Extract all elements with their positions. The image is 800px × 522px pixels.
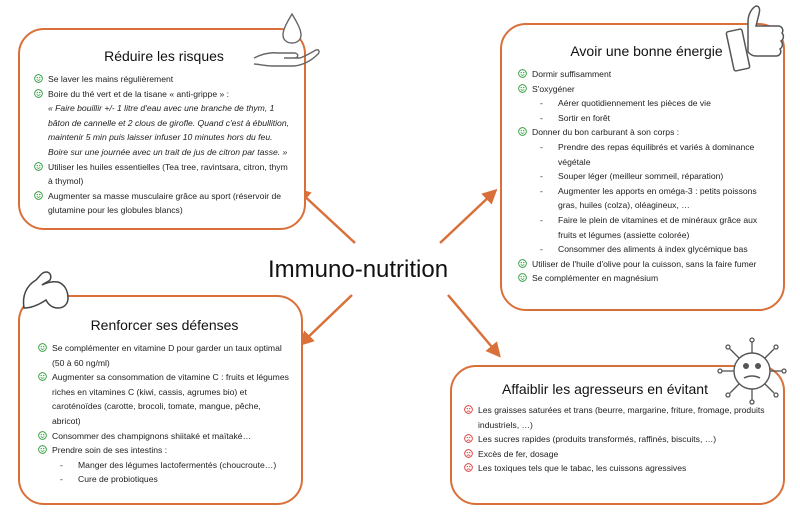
sub-item: Sortir en forêt: [532, 111, 775, 126]
sub-item: Prendre des repas équilibrés et variés à…: [532, 140, 775, 169]
list-item: Excès de fer, dosage: [464, 447, 773, 462]
list-item: Utiliser les huiles essentielles (Tea tr…: [34, 160, 294, 189]
list-item: Boire du thé vert et de la tisane « anti…: [34, 87, 294, 160]
strengthen-defenses-title: Renforcer ses défenses: [90, 317, 239, 333]
list-item: Les toxiques tels que le tabac, les cuis…: [464, 461, 773, 476]
list-item: Se laver les mains régulièrement: [34, 72, 294, 87]
smiley-icon: [38, 430, 47, 440]
hand-with-water-drop-icon: [253, 12, 320, 67]
reduce-risks-title: Réduire les risques: [104, 48, 224, 64]
list-item: Les graisses saturées et trans (beurre, …: [464, 403, 773, 432]
smiley-icon: [34, 74, 43, 83]
frown-icon: [464, 448, 473, 458]
list-item: Donner du bon carburant à son corps : Pr…: [518, 125, 775, 256]
good-energy-title: Avoir une bonne énergie: [570, 43, 723, 59]
central-title: Immuno-nutrition: [268, 256, 449, 283]
list-item: Augmenter sa masse musculaire grâce au s…: [34, 189, 294, 218]
smiley-icon: [518, 273, 527, 283]
tea-recipe-quote: « Faire bouillir +/- 1 litre d'eau avec …: [48, 103, 289, 157]
list-item: S'oxygéner Aérer quotidiennement les piè…: [518, 82, 775, 126]
smiley-icon: [34, 161, 43, 171]
arrow-to-reduce: [295, 187, 356, 244]
smiley-icon: [38, 445, 47, 454]
thumbs-up-icon: [725, 5, 785, 72]
list-item: Se complémenter en magnésium: [518, 271, 775, 286]
weaken-aggressors-title: Affaiblir les agresseurs en évitant: [502, 381, 708, 397]
list-item: Se complémenter en vitamine D pour garde…: [38, 341, 291, 370]
smiley-icon: [518, 69, 527, 78]
strengthen-defenses-panel: Renforcer ses défenses Se complémenter e…: [18, 295, 303, 505]
smiley-icon: [34, 190, 43, 200]
smiley-icon: [34, 88, 43, 98]
frown-icon: [464, 405, 473, 414]
virus-icon: [717, 337, 787, 405]
list-item: Dormir suffisamment: [518, 67, 775, 82]
sub-item: Aérer quotidiennement les pièces de vie: [532, 96, 775, 111]
smiley-icon: [518, 83, 527, 93]
list-item: Les sucres rapides (produits transformés…: [464, 432, 773, 447]
frown-icon: [464, 434, 473, 444]
smiley-icon: [518, 258, 527, 268]
list-item: Utiliser de l'huile d'olive pour la cuis…: [518, 257, 775, 272]
arrow-to-energy: [439, 188, 498, 244]
sub-item: Cure de probiotiques: [52, 472, 291, 487]
arrow-to-weaken: [447, 294, 501, 358]
arrow-to-defense: [298, 294, 353, 347]
weaken-aggressors-panel: Affaiblir les agresseurs en évitant Les …: [450, 365, 785, 505]
sub-item: Augmenter les apports en oméga-3 : petit…: [532, 184, 775, 213]
sub-item: Consommer des aliments à index glycémiqu…: [532, 242, 775, 257]
smiley-icon: [38, 372, 47, 382]
smiley-icon: [38, 343, 47, 352]
list-item: Augmenter sa consommation de vitamine C …: [38, 370, 291, 428]
flexed-arm-icon: [22, 271, 69, 309]
list-item: Prendre soin de ses intestins : Manger d…: [38, 443, 291, 487]
sub-item: Souper léger (meilleur sommeil, réparati…: [532, 169, 775, 184]
frown-icon: [464, 463, 473, 473]
sub-item: Faire le plein de vitamines et de minéra…: [532, 213, 775, 242]
smiley-icon: [518, 127, 527, 137]
sub-item: Manger des légumes lactofermentés (chouc…: [52, 458, 291, 473]
reduce-risks-panel: Réduire les risques Se laver les mains r…: [18, 28, 306, 230]
list-item: Consommer des champignons shiitaké et ma…: [38, 429, 291, 444]
